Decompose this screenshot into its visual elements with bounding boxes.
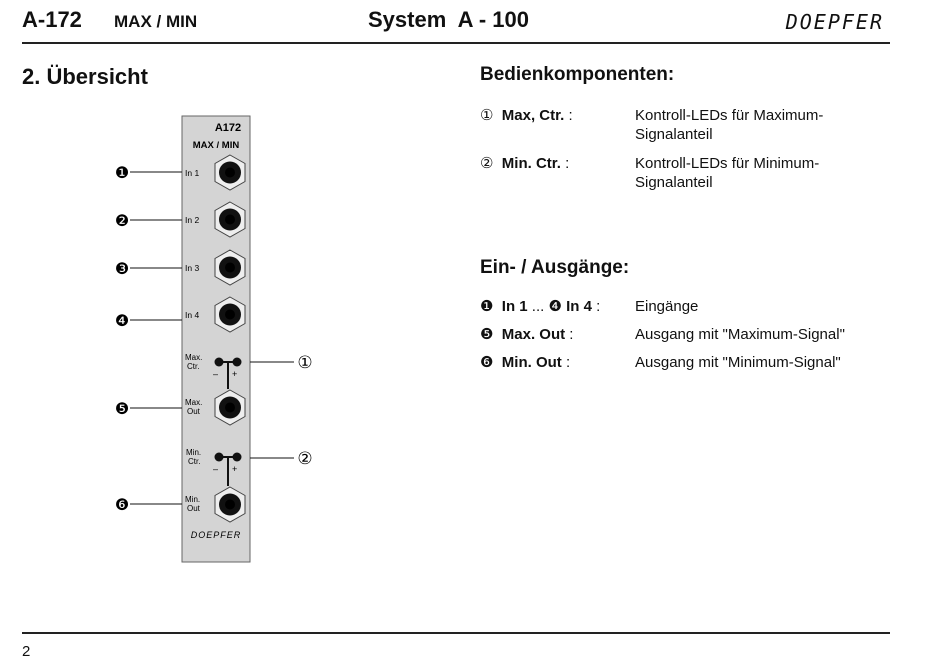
- jack-max-out: [214, 389, 246, 426]
- jack-min-out: [214, 486, 246, 523]
- io-item-max-out-desc: Ausgang mit "Maximum-Signal": [635, 326, 845, 343]
- module-panel-diagram: A172 MAX / MIN In 1 In 2 In 3 In 4 Max. …: [115, 115, 313, 563]
- module-code: A-172: [22, 7, 82, 32]
- max-minus: –: [213, 369, 218, 379]
- max-ctr-label-1: Max.: [185, 353, 202, 362]
- header-rule: [22, 42, 890, 44]
- callout-open-2: ②: [250, 449, 313, 468]
- callout-3: ❸: [115, 261, 182, 278]
- system-title: System A - 100: [368, 7, 530, 32]
- callout-6: ❻: [115, 497, 182, 514]
- panel-model: A172: [215, 122, 241, 134]
- panel-brand: DOEPFER: [191, 530, 242, 540]
- max-ctr-leds: [214, 357, 242, 389]
- callout-4: ❹: [115, 313, 182, 330]
- page-header: A-172 MAX / MIN System A - 100 DOEPFER: [22, 6, 888, 38]
- in1-label: In 1: [185, 168, 199, 178]
- jack-in4: [214, 296, 246, 333]
- io-heading: Ein- / Ausgänge:: [480, 257, 630, 278]
- callout-1: ❶: [115, 165, 182, 182]
- svg-text:❸: ❸: [115, 261, 129, 278]
- svg-text:❷: ❷: [115, 213, 129, 230]
- brand-logo: DOEPFER: [785, 10, 884, 34]
- io-item-min-out-desc: Ausgang mit "Minimum-Signal": [635, 354, 841, 371]
- front-panel: [181, 115, 251, 563]
- max-plus: +: [232, 369, 237, 379]
- io-item-inputs-desc: Eingänge: [635, 298, 699, 315]
- in4-label: In 4: [185, 310, 199, 320]
- max-out-label-2: Out: [187, 407, 201, 416]
- in2-label: In 2: [185, 215, 199, 225]
- min-minus: –: [213, 464, 218, 474]
- callout-5: ❺: [115, 401, 182, 418]
- jack-in2: [214, 201, 246, 238]
- max-ctr-label-2: Ctr.: [187, 362, 199, 371]
- controls-heading: Bedienkomponenten:: [480, 64, 675, 85]
- controls-item-min-desc: Kontroll-LEDs für Minimum-Signalanteil: [635, 155, 820, 191]
- callout-open-1: ①: [250, 353, 313, 372]
- svg-text:❶: ❶: [115, 165, 129, 182]
- svg-text:❺: ❺: [115, 401, 129, 418]
- min-ctr-label-2: Ctr.: [188, 457, 200, 466]
- svg-text:❹: ❹: [115, 313, 129, 330]
- min-out-label-2: Out: [187, 504, 201, 513]
- callout-2: ❷: [115, 213, 182, 230]
- svg-text:❻: ❻: [115, 497, 129, 514]
- footer-rule: [22, 632, 890, 634]
- module-subtitle: MAX / MIN: [114, 12, 198, 31]
- min-ctr-leds: [214, 452, 242, 486]
- min-ctr-label-1: Min.: [186, 448, 201, 457]
- jack-in1: [214, 154, 246, 191]
- controls-item-max-desc: Kontroll-LEDs für Maximum-Signalanteil: [635, 107, 824, 143]
- min-plus: +: [232, 464, 237, 474]
- page-number: 2: [22, 643, 31, 660]
- max-out-label-1: Max.: [185, 398, 202, 407]
- section-title: 2. Übersicht: [22, 64, 148, 89]
- min-out-label-1: Min.: [185, 495, 200, 504]
- panel-name: MAX / MIN: [193, 140, 240, 151]
- svg-text:①: ①: [297, 353, 312, 372]
- svg-text:②: ②: [297, 449, 312, 468]
- jack-in3: [214, 249, 246, 286]
- in3-label: In 3: [185, 263, 199, 273]
